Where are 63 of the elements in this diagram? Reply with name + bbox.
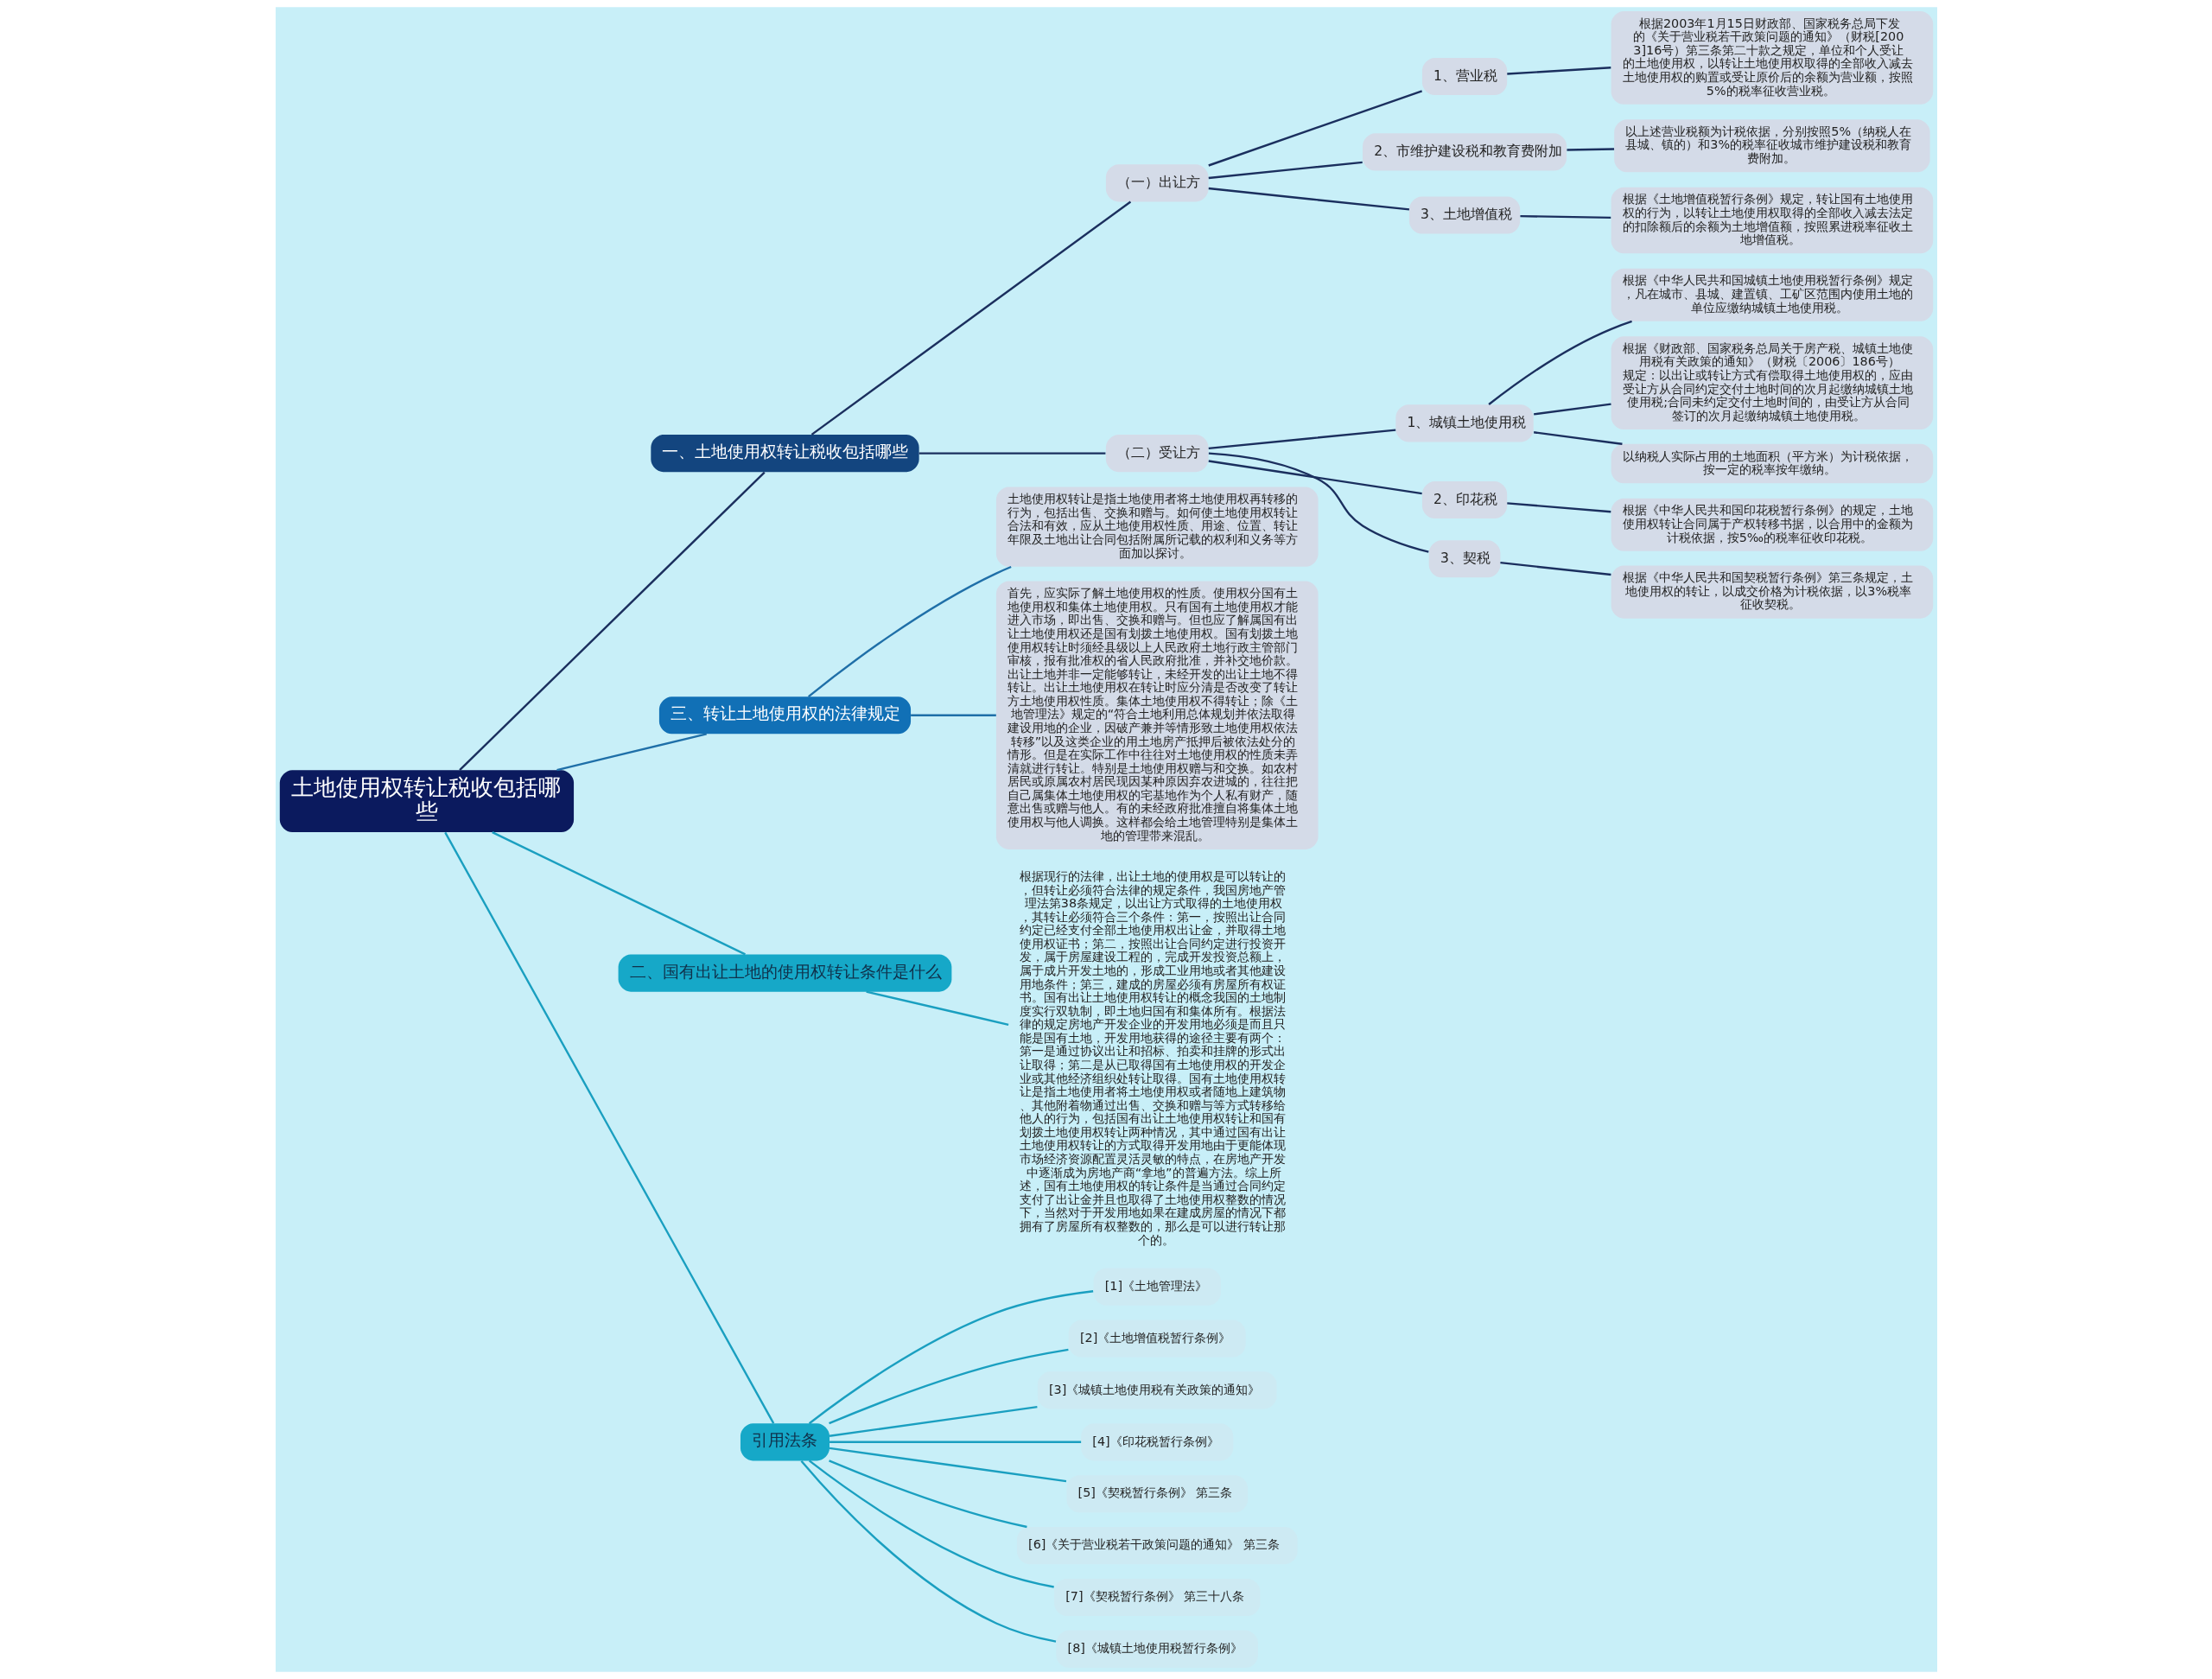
connector [1208,429,1395,450]
node-box: 3、土地增值税 [1408,196,1520,234]
node-box: （一）出让方 [1105,164,1208,202]
node-text: [5]《契税暂行条例》 第三条 [1077,1485,1232,1500]
node-box: 三、转让土地使用权的法律规定 [658,696,911,735]
node-box: 首先，应实际了解土地使用权的性质。使用权分国有土地使用权和集体土地使用权。只有国有土地使用权才能进入市场，即出售、交换和赠与。但也应了解属国有出让土地使用权还是国有划拨土地使用权。国有划拨土地使用权转让时须经县级以上人民政府土地行政主管部门审核，报有批准权的省人民政府批准，并补交地价款。出让土地并非一定能够转让，未经开发的出让土地不得转让。出让土地使用权在转让时应分清是否改变了转让方土地使用权性质。集体土地使用权不得转让；除《土地管理法》规定的“符合土地利用总体规划并依法取得建设用地的企业，因破产兼并等情形致土地使用权依法转移”以及这类企业的用土地房产抵押后被依法处分的情形。但是在实际工作中往往对土地使用权的性质未弄清就进行转让。特别是土地使用权赠与和交换。如农村居民或原属农村居民现因某种原因弃农进城的，往往把自己属集体土地使用权的宅基地作为个人私有财产，随意出售或赠与他人。有的未经政府批准擅自将集体土地使用权与他人调换。这样都会给土地管理特别是集体土地的管理带来混乱。 [995,581,1318,849]
node-box: 土地使用权转让是指土地使用者将土地使用权再转移的行为，包括出售、交换和赠与。如何使土地使用权转让合法和有效，应从土地使用权性质、用途、位置、转让年限及土地出让合同包括附属所记载的权利和义务等方面加以探讨。 [995,487,1318,567]
connector [1208,460,1422,495]
node-box: 1、城镇土地使用税 [1395,404,1534,442]
node-box: 根据《中华人民共和国契税暂行条例》第三条规定，土地使用权的转让，以成交价格为计税依据，以3%税率征收契税。 [1611,565,1933,619]
node-box: 根据《土地增值税暂行条例》规定，转让国有土地使用权的行为，以转让土地使用权取得的全部收入减去法定的扣除额后的余额为土地增值额，按照累进税率征收土地增值税。 [1611,187,1933,254]
connector [800,1460,1056,1643]
node-box: 根据《财政部、国家税务总局关于房产税、城镇土地使用税有关政策的通知》（财税〔2006〕186号）规定：以出让或转让方式有偿取得土地使用权的，应由受让方从合同约定交付土地时间的次月起缴纳城镇土地使用税;合同未约定交付土地时间的，由受让方从合同签订的次月起缴纳城镇土地使用税。 [1611,336,1933,430]
node-text: [6]《关于营业税若干政策问题的通知》 第三条 [1027,1537,1280,1552]
node-box: 二、国有出让土地的使用权转让条件是什么 [618,954,951,992]
node-box: 根据《中华人民共和国城镇土地使用税暂行条例》规定，凡在城市、县城、建置镇、工矿区范围内使用土地的单位应缴纳城镇土地使用税。 [1611,268,1933,321]
connector [918,452,1105,455]
node-box: 3、契税 [1428,540,1500,578]
connector [1506,502,1611,513]
connector [829,1447,1066,1483]
connector [808,1460,1054,1588]
node-text: [7]《契税暂行条例》 第三十八条 [1065,1589,1244,1604]
connector [1208,452,1429,553]
connector [1506,67,1611,75]
connector [810,200,1131,436]
node-box: 根据《中华人民共和国印花税暂行条例》的规定，土地使用权转让合同属于产权转移书据，以合用中的金额为计税依据，按5‰的税率征收印花税。 [1611,498,1933,551]
connector [491,831,746,956]
connector [910,714,996,716]
connector [865,990,1008,1026]
connector [828,1460,1027,1529]
node-text: [1]《土地管理法》 [1104,1278,1207,1293]
node-text: [4]《印花税暂行条例》 [1091,1434,1219,1448]
connector [443,831,774,1424]
node-text: [2]《土地增值税暂行条例》 [1079,1330,1230,1345]
node-box: 土地使用权转让税收包括哪些 [279,770,574,833]
node-box: 引用法条 [740,1423,830,1461]
connector [1208,161,1363,180]
node-box: 根据2003年1月15日财政部、国家税务总局下发的《关于营业税若干政策问题的通知》（财税[2003]16号）第三条第二十款之规定，单位和个人受让的土地使用权，以转让土地使用权取得的全部收入减去土地使用权的购置或受让原价后的余额为营业额，按照5%的税率征收营业税。 [1611,11,1933,105]
node-box: 1、营业税 [1421,57,1507,96]
connector [556,733,707,772]
connector [1487,320,1632,405]
node-box: 2、市维护建设税和教育费附加 [1362,133,1567,171]
connector [1499,561,1611,576]
node-box: 2、印花税 [1421,480,1507,519]
connector [808,1290,1093,1425]
connector [1533,431,1623,445]
connector [829,1441,1081,1443]
connector [829,1405,1038,1437]
node-box: 以纳税人实际占用的土地面积（平方米）为计税依据，按一定的税率按年缴纳。 [1611,443,1933,484]
node-text: 根据现行的法律，出让土地的使用权是可以转让的，但转让必须符合法律的规定条件，我国房地产管理法第38条规定，以出让方式取得的土地使用权，其转让必须符合三个条件：第一，按照出让合同约定已经支付全部土地使用权出让金，并取得土地使用权证书；第二，按照出让合同约定进行投资开发，属于房屋建设工程的，完成开发投资总额上，属于成片开发土地的，形成工业用地或者其他建设用地条件；第三，建成的房屋必须有房屋所有权证书。国有出让土地使用权转让的概念我国的土地制度实行双轨制，即土地归国有和集体所有。根据法律的规定房地产开发企业的开发用地必须是而且只能是国有土地，开发用地获得的途径主要有两个：第一是通过协议出让和招标、拍卖和挂牌的形式出让取得；第二是从已取得国有土地使用权的开发企业或其他经济组织处转让取得。国有土地使用权转让是指土地使用者将土地使用权或者随地上建筑物、其他附着物通过出售、交换和赠与等方式转移给他人的行为，包括国有出让土地使用权转让和国有划拨土地使用权转让两种情况，其中通过国有出让土地使用权转让的方式取得开发用地由于更能体现市场经济资源配置灵活灵敏的特点，在房地产开发中逐渐成为房地产商“拿地”的普遍方法。综上所述，国有土地使用权的转让条件是当通过合同约定支付了出让金并且也取得了土地使用权整数的情况下，当然对于开发用地如果在建成房屋的情况下都拥有了房屋所有权整数的，那么是可以进行转让那个的。 [1019,868,1286,1247]
node-box: （二）受让方 [1105,435,1208,473]
connector [1207,90,1422,167]
node-box: 一、土地使用权转让税收包括哪些 [650,435,919,473]
connector [1533,403,1611,416]
connector [458,471,766,771]
connector [1519,214,1611,219]
node-text: [8]《城镇土地使用税暂行条例》 [1067,1641,1243,1656]
node-box: 以上述营业税额为计税依据，分别按照5%（纳税人在县城、镇的）和3%的税率征收城市维护建设税和教育费附加。 [1613,119,1930,173]
connector [828,1348,1069,1425]
connector [1566,148,1614,151]
connector [807,565,1012,698]
node-text: [3]《城镇土地使用税有关政策的通知》 [1048,1382,1260,1396]
connector [1208,187,1409,211]
